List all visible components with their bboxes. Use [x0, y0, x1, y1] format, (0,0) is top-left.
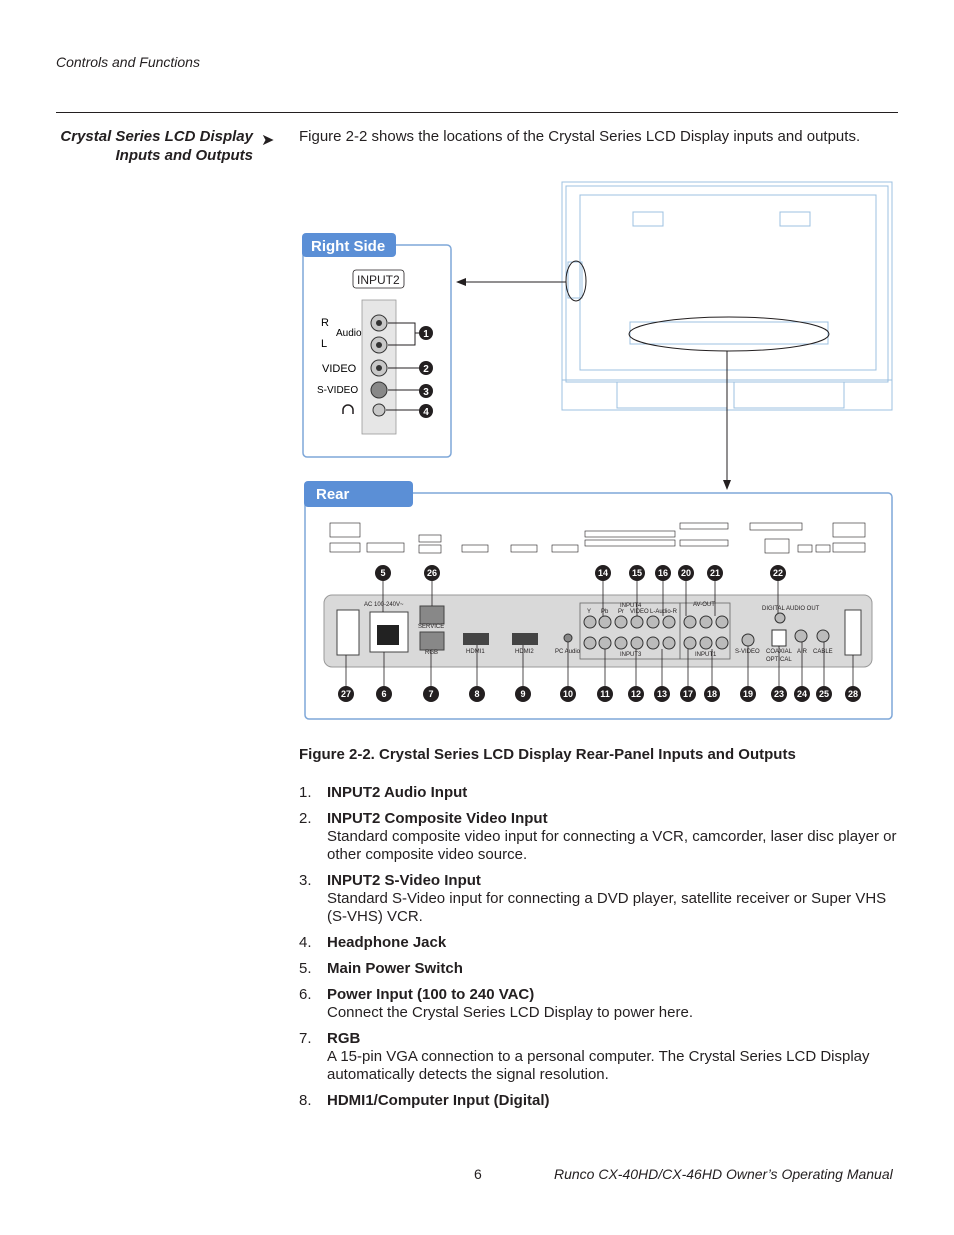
item-description: A 15-pin VGA connection to a personal co…: [327, 1048, 870, 1083]
rgb-label: RGB: [425, 650, 438, 656]
list-item: 5. Main Power Switch: [299, 960, 899, 978]
item-title: Headphone Jack: [327, 934, 447, 951]
laudior-label: L-Audio-R: [650, 609, 678, 615]
video-rear-label: VIDEO: [630, 609, 649, 615]
page-number: 6: [474, 1166, 482, 1182]
item-title: Main Power Switch: [327, 960, 463, 977]
item-number: 4.: [299, 934, 312, 951]
header-rule: [56, 112, 898, 113]
callout-18: 18: [707, 689, 717, 699]
item-number: 5.: [299, 960, 312, 977]
figure-caption: Figure 2-2. Crystal Series LCD Display R…: [299, 746, 796, 763]
callout-25: 25: [819, 689, 829, 699]
callout-12: 12: [631, 689, 641, 699]
callout-24: 24: [797, 689, 807, 699]
callout-21: 21: [710, 568, 720, 578]
input1-label: INPUT1: [695, 652, 717, 658]
item-title: INPUT2 S-Video Input: [327, 872, 481, 889]
headphone-icon: [342, 404, 354, 414]
cable-label: CABLE: [813, 649, 833, 655]
callout-4: 4: [423, 407, 429, 418]
manual-title: Runco CX-40HD/CX-46HD Owner’s Operating …: [554, 1166, 893, 1182]
callout-23: 23: [774, 689, 784, 699]
audio-l-label: L: [321, 338, 327, 350]
sidebar-heading-line2: Inputs and Outputs: [115, 147, 253, 164]
hdmi1-label: HDMI1: [466, 649, 485, 655]
callout-13: 13: [657, 689, 667, 699]
sidebar-heading-line1: Crystal Series LCD Display: [60, 128, 253, 145]
y-label: Y: [587, 609, 591, 615]
hdmi2-label: HDMI2: [515, 649, 534, 655]
callout-10: 10: [563, 689, 573, 699]
item-number: 6.: [299, 986, 312, 1003]
callout-2: 2: [423, 364, 429, 375]
item-description: Connect the Crystal Series LCD Display t…: [327, 1004, 693, 1021]
input2-label: INPUT2: [357, 273, 400, 287]
pr-label: Pr: [618, 609, 624, 615]
item-title: RGB: [327, 1030, 361, 1047]
callout-1: 1: [423, 329, 429, 340]
list-item: 4. Headphone Jack: [299, 934, 899, 952]
callout-14: 14: [598, 568, 608, 578]
item-title: INPUT2 Audio Input: [327, 784, 468, 801]
callout-5: 5: [380, 568, 385, 578]
av-out-label: AV-OUT: [693, 602, 715, 608]
video-label: VIDEO: [322, 363, 357, 375]
sidebar-heading: Crystal Series LCD Display Inputs and Ou…: [40, 127, 253, 165]
item-number: 3.: [299, 872, 312, 889]
rear-title: Rear: [316, 486, 350, 503]
callout-17: 17: [683, 689, 693, 699]
callout-15: 15: [632, 568, 642, 578]
item-number: 8.: [299, 1092, 312, 1109]
item-list: 1. INPUT2 Audio Input 2. INPUT2 Composite …: [299, 784, 899, 1118]
callout-20: 20: [681, 568, 691, 578]
item-description: Standard S-Video input for connecting a …: [327, 890, 887, 925]
list-item: 8. HDMI1/Computer Input (Digital): [299, 1092, 899, 1110]
arrow-marker-icon: ➤: [261, 132, 275, 149]
callout-6: 6: [381, 689, 386, 699]
callout-7: 7: [428, 689, 433, 699]
callout-8: 8: [474, 689, 479, 699]
list-item: 1. INPUT2 Audio Input: [299, 784, 899, 802]
ac-label: AC 100-240V~: [364, 602, 404, 608]
callout-27: 27: [341, 689, 351, 699]
service-label: SERVICE: [418, 624, 444, 630]
svideo-label: S-VIDEO: [317, 385, 358, 396]
intro-paragraph: Figure 2-2 shows the locations of the Cr…: [299, 128, 861, 145]
pb-label: Pb: [601, 609, 609, 615]
input3-label: INPUT3: [620, 652, 642, 658]
input4-label: INPUT4: [620, 603, 642, 609]
right-side-title: Right Side: [311, 238, 385, 255]
callout-16: 16: [658, 568, 668, 578]
callout-26: 26: [427, 568, 437, 578]
audio-r-label: R: [321, 317, 329, 329]
callout-19: 19: [743, 689, 753, 699]
item-number: 1.: [299, 784, 312, 801]
item-number: 2.: [299, 810, 312, 827]
list-item: 6. Power Input (100 to 240 VAC)Connect th…: [299, 986, 899, 1022]
svideo-rear-label: S-VIDEO: [735, 649, 760, 655]
figure-diagram: Right Side INPUT2 R L Audio VIDEO S-VIDE…: [302, 181, 893, 720]
callout-11: 11: [600, 689, 610, 699]
running-header: Controls and Functions: [56, 54, 200, 70]
item-title: Power Input (100 to 240 VAC): [327, 986, 535, 1003]
item-number: 7.: [299, 1030, 312, 1047]
item-title: HDMI1/Computer Input (Digital): [327, 1092, 550, 1109]
callout-3: 3: [423, 387, 429, 398]
callout-28: 28: [848, 689, 858, 699]
digital-audio-out-label: DIGITAL AUDIO OUT: [762, 606, 820, 612]
callout-22: 22: [773, 568, 783, 578]
item-description: Standard composite video input for conne…: [327, 828, 897, 863]
audio-label: Audio: [336, 328, 362, 339]
item-title: INPUT2 Composite Video Input: [327, 810, 548, 827]
callout-9: 9: [520, 689, 525, 699]
